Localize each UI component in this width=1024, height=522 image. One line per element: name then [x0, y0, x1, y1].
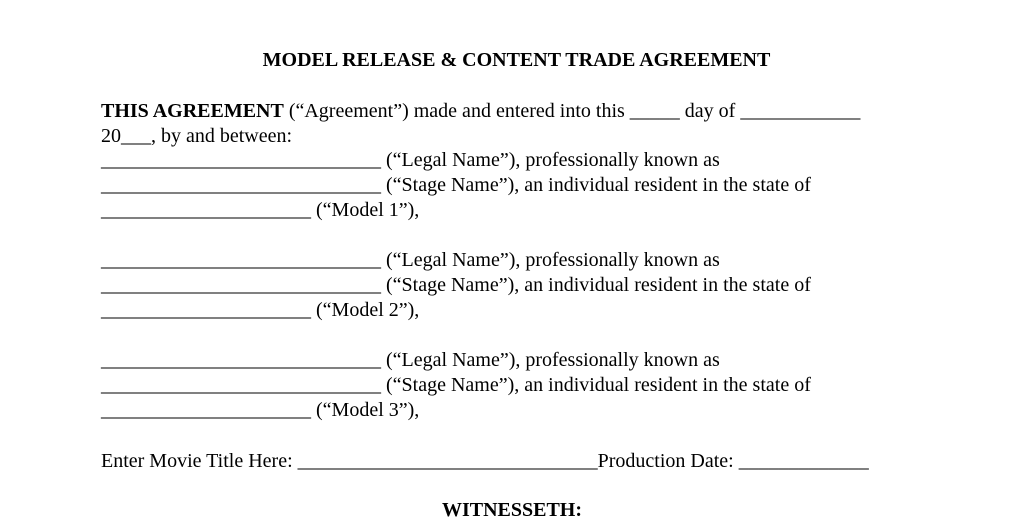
agreement-lead: THIS AGREEMENT — [101, 100, 284, 122]
model-2-label-line: _____________________ (“Model 2”), — [101, 299, 420, 321]
model-1-label-line: _____________________ (“Model 1”), — [101, 199, 420, 221]
intro-line-2: 20___, by and between: — [101, 125, 293, 147]
movie-title-production-date-line: Enter Movie Title Here: ________________… — [101, 450, 869, 472]
model-2-legal-name-line: ____________________________ (“Legal Nam… — [101, 249, 720, 271]
model-3-stage-name-line: ____________________________ (“Stage Nam… — [101, 374, 811, 396]
document-title: MODEL RELEASE & CONTENT TRADE AGREEMENT — [262, 49, 771, 71]
model-1-legal-name-line: ____________________________ (“Legal Nam… — [101, 149, 720, 171]
model-2-stage-name-line: ____________________________ (“Stage Nam… — [101, 274, 811, 296]
witnesseth-heading: WITNESSETH: — [441, 499, 583, 521]
model-3-label-line: _____________________ (“Model 3”), — [101, 399, 420, 421]
model-3-legal-name-line: ____________________________ (“Legal Nam… — [101, 349, 720, 371]
agreement-date-text: (“Agreement”) made and entered into this… — [283, 100, 861, 122]
intro-line-1: THIS AGREEMENT (“Agreement”) made and en… — [101, 99, 860, 123]
model-1-stage-name-line: ____________________________ (“Stage Nam… — [101, 174, 811, 196]
